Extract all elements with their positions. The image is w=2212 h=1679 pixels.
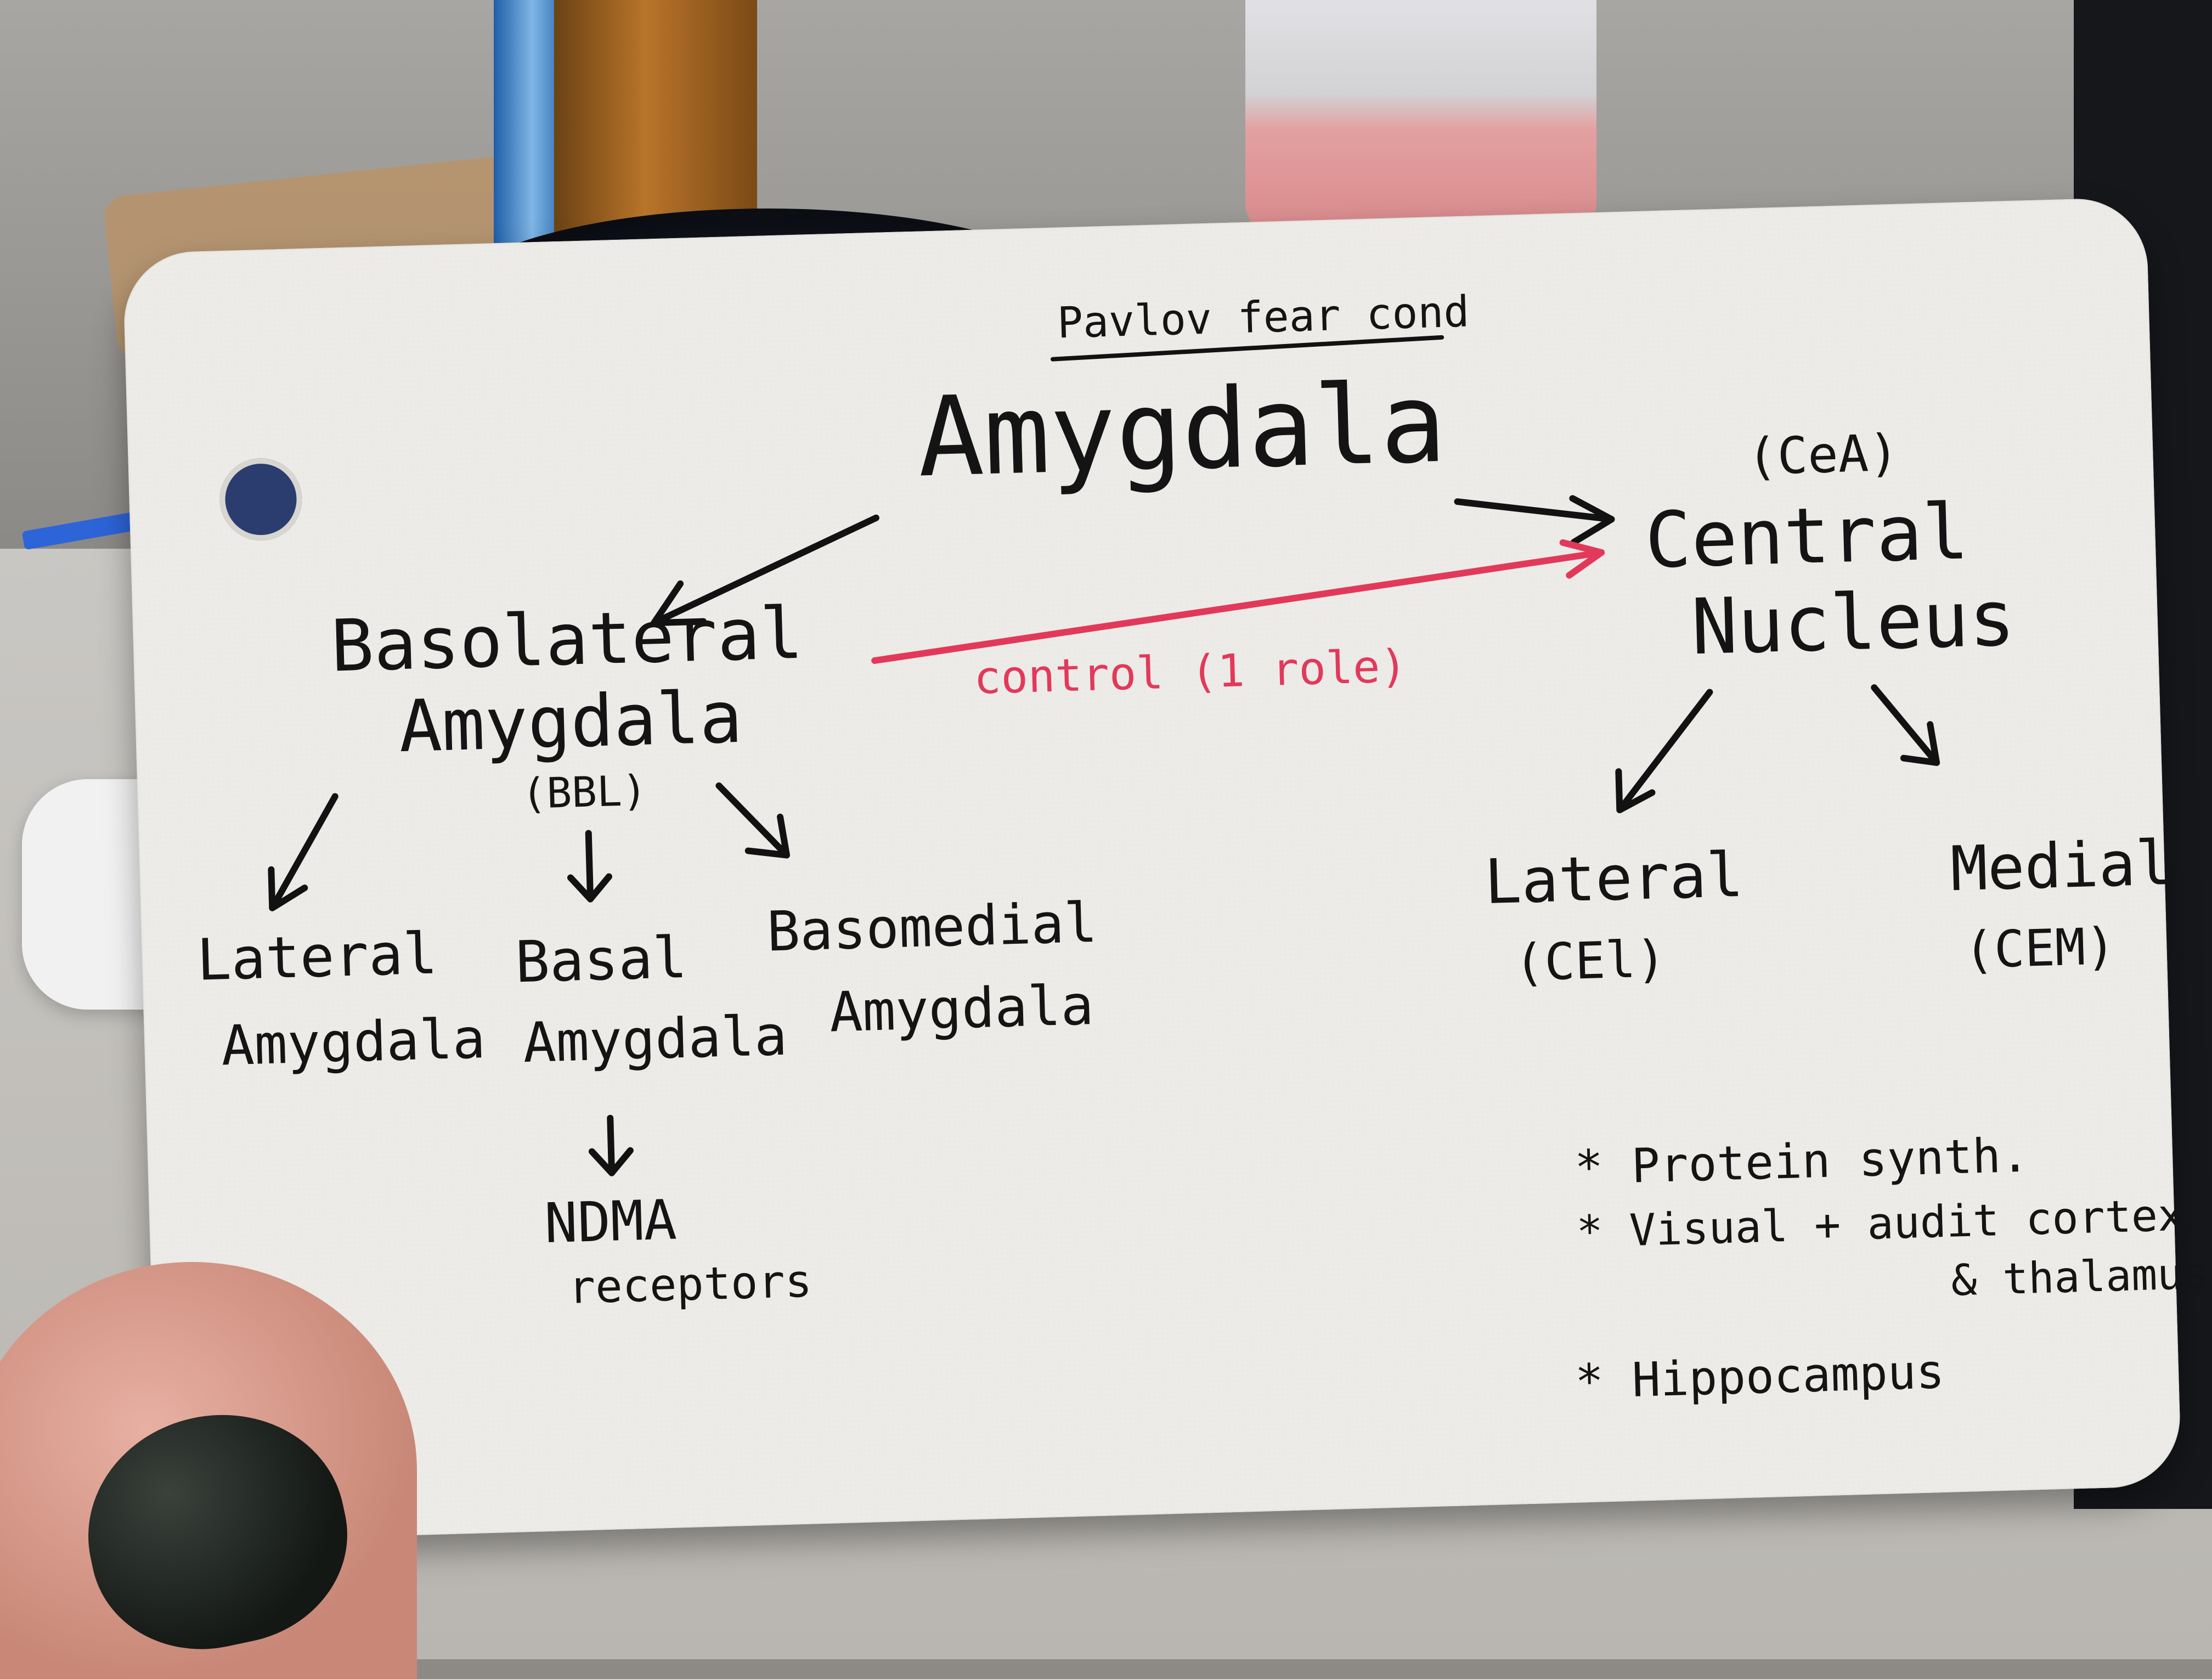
- basal-amygdala-line1: Basal: [514, 923, 688, 996]
- central-line1: Central: [1644, 487, 1970, 586]
- basomedial-amygdala-line1: Basomedial: [766, 890, 1098, 964]
- background-bottle: [1245, 0, 1596, 236]
- arrow-to-basomedial-amygdala: [715, 782, 791, 859]
- basomedial-amygdala-line2: Amygdala: [828, 973, 1095, 1045]
- arrow-root-to-basolateral: [651, 514, 879, 627]
- lateral-amygdala-line1: Lateral: [196, 920, 438, 994]
- arrow-control: [871, 539, 1605, 664]
- basal-amygdala-line2: Amygdala: [522, 1003, 788, 1075]
- title-underline: [1050, 335, 1444, 362]
- central-line2: Nucleus: [1690, 573, 2017, 673]
- root-amygdala: Amygdala: [916, 359, 1448, 502]
- basolateral-line1: Basolateral: [329, 591, 804, 688]
- diagram-arrows: [268, 335, 1940, 1176]
- medial-cem-line2: (CEM): [1963, 917, 2117, 980]
- arrow-to-ndma: [588, 1114, 634, 1176]
- arrow-to-medial-cem: [1871, 684, 1940, 766]
- ndma-line1: NDMA: [543, 1187, 678, 1256]
- flash-card: Pavlov fear cond Amygdala Basolateral Am…: [122, 196, 2209, 1543]
- arrow-root-to-central: [1454, 495, 1615, 546]
- note-hippocampus: * Hippocampus: [1574, 1344, 1945, 1410]
- arrow-to-lateral-cel: [1615, 689, 1713, 814]
- central-abbr: (CeA): [1746, 423, 1900, 487]
- lateral-cel-line1: Lateral: [1483, 839, 1745, 919]
- note-thalamus: & thalamus: [1950, 1249, 2210, 1306]
- basolateral-abbr: (BBL): [521, 765, 648, 819]
- arrow-to-basal-amygdala: [567, 830, 612, 903]
- lateral-cel-line2: (CEl): [1513, 929, 1667, 993]
- basolateral-line2: Amygdala: [398, 675, 744, 769]
- medial-cem-line1: Medial: [1949, 827, 2174, 905]
- ndma-line2: receptors: [567, 1255, 813, 1314]
- lateral-amygdala-line2: Amygdala: [220, 1006, 487, 1078]
- arrow-to-lateral-amygdala: [268, 793, 338, 911]
